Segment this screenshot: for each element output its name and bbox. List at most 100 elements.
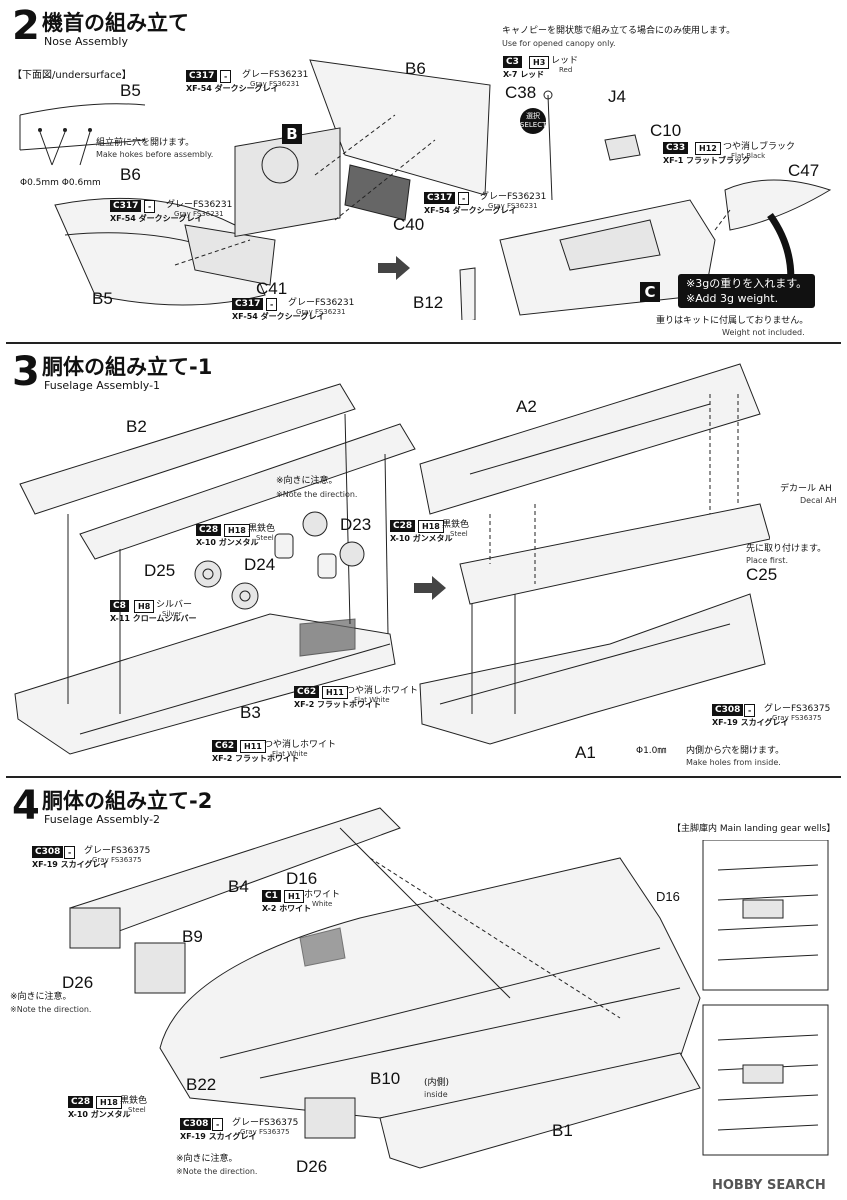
part-label-j4: J4 bbox=[608, 87, 626, 106]
nose-halves-drawing bbox=[54, 197, 276, 306]
part-label-d25: D25 bbox=[144, 561, 176, 580]
part-label-b10: B10 bbox=[370, 1069, 401, 1088]
fuselage-assembly-drawing bbox=[69, 807, 701, 1169]
step-number: 3 bbox=[12, 349, 40, 395]
part-label-d26-lower: D26 bbox=[296, 1157, 328, 1176]
weight-not-included-en: Weight not included. bbox=[722, 328, 805, 337]
wells-label: 【主脚庫内 Main landing gear wells】 bbox=[672, 824, 836, 834]
part-label-d24: D24 bbox=[244, 555, 276, 574]
part-label-a1: A1 bbox=[575, 743, 596, 762]
part-label-b2: B2 bbox=[126, 417, 147, 436]
fuselage-halves-drawing bbox=[14, 383, 416, 755]
undersurface-diagram bbox=[19, 103, 146, 166]
step-number: 4 bbox=[12, 783, 40, 829]
part-label-b9: B9 bbox=[182, 927, 203, 946]
part-label-d23: D23 bbox=[340, 515, 372, 534]
part-label-d16-inset: D16 bbox=[656, 889, 680, 904]
inside-label-en: inside bbox=[424, 1090, 448, 1099]
select-badge: 選択 SELECT bbox=[520, 108, 546, 134]
part-label-b22: B22 bbox=[186, 1075, 217, 1094]
hole-note-jp: 組立前に穴を開けます。 bbox=[96, 138, 195, 148]
part-label-b12: B12 bbox=[413, 293, 444, 312]
cockpit-assembly-drawing bbox=[234, 59, 491, 238]
direction-note2-jp: ※向きに注意。 bbox=[176, 1154, 238, 1164]
decal-note-en: Decal AH bbox=[800, 496, 837, 505]
part-label-b3: B3 bbox=[240, 703, 261, 722]
direction-note-jp: ※向きに注意。 bbox=[276, 476, 338, 486]
part-label-c40: C40 bbox=[393, 215, 425, 234]
step-2-nose-assembly: 2 機首の組み立て Nose Assembly 【下面図/undersurfac… bbox=[0, 0, 847, 340]
part-label-b5-lower: B5 bbox=[92, 289, 113, 308]
step-title-en: Nose Assembly bbox=[44, 35, 128, 48]
step-number: 2 bbox=[12, 3, 40, 49]
place-first-jp: 先に取り付けます。 bbox=[746, 544, 827, 554]
engine-parts-drawing bbox=[194, 511, 365, 610]
weight-note-jp: ※3gの重りを入れます。 bbox=[686, 277, 808, 290]
undersurface-label: 【下面図/undersurface】 bbox=[12, 70, 132, 81]
sub-assembly-b-badge: B bbox=[282, 124, 302, 144]
part-label-c38: C38 bbox=[505, 83, 537, 102]
section-divider bbox=[6, 342, 841, 344]
part-label-d26: D26 bbox=[62, 973, 94, 992]
step-3-fuselage-assembly-1: 3 胴体の組み立て-1 Fuselage Assembly-1 B2 ※向きに注… bbox=[0, 344, 847, 774]
hole-note-en: Make hokes before assembly. bbox=[96, 150, 214, 159]
canopy-note-jp: キャノピーを開状態で組み立てる場合にのみ使用します。 bbox=[502, 26, 736, 36]
hole-sizes: Φ0.5mm Φ0.6mm bbox=[20, 178, 101, 188]
section-divider bbox=[6, 776, 841, 778]
direction-note-en: ※Note the direction. bbox=[276, 490, 358, 499]
weight-note: ※3gの重りを入れます。 ※Add 3g weight. bbox=[678, 274, 816, 308]
step-title-jp: 胴体の組み立て-1 bbox=[42, 355, 213, 379]
part-label-b6: B6 bbox=[120, 165, 141, 184]
part-label-c47: C47 bbox=[788, 161, 820, 180]
step-title-en: Fuselage Assembly-1 bbox=[44, 379, 161, 392]
hole-size: Φ1.0㎜ bbox=[636, 746, 667, 756]
weight-not-included-jp: 重りはキットに付属しておりません。 bbox=[656, 316, 809, 326]
step-4-fuselage-assembly-2: 4 胴体の組み立て-2 Fuselage Assembly-2 【主脚庫内 Ma… bbox=[0, 778, 847, 1200]
direction-note2-en: ※Note the direction. bbox=[176, 1167, 258, 1176]
part-label-b1: B1 bbox=[552, 1121, 573, 1140]
hobby-search-watermark: HOBBY SEARCH bbox=[712, 1178, 826, 1193]
part-label-c10: C10 bbox=[650, 121, 682, 140]
next-arrow-icon bbox=[378, 256, 410, 280]
sub-assembly-c-badge: C bbox=[640, 282, 660, 302]
landing-gear-wells-inset bbox=[702, 840, 829, 1156]
nose-cone-assembly-drawing bbox=[459, 90, 832, 320]
part-label-c41: C41 bbox=[256, 279, 288, 298]
part-label-d16: D16 bbox=[286, 869, 318, 888]
place-first-en: Place first. bbox=[746, 556, 788, 565]
inside-label-jp: (内側) bbox=[424, 1078, 450, 1088]
decal-note-jp: デカール AH bbox=[780, 484, 832, 494]
direction-note-jp: ※向きに注意。 bbox=[10, 992, 72, 1002]
direction-note-en: ※Note the direction. bbox=[10, 1005, 92, 1014]
part-label-a2: A2 bbox=[516, 397, 537, 416]
step-title-jp: 胴体の組み立て-2 bbox=[42, 789, 213, 813]
fuselage-upper-lower-drawing bbox=[419, 363, 770, 745]
next-arrow-icon bbox=[414, 576, 446, 600]
part-label-c25: C25 bbox=[746, 565, 778, 584]
canopy-note-en: Use for opened canopy only. bbox=[502, 39, 616, 48]
weight-note-en: ※Add 3g weight. bbox=[686, 292, 779, 305]
step-title-jp: 機首の組み立て bbox=[42, 11, 189, 35]
inside-hole-note-en: Make holes from inside. bbox=[686, 758, 781, 767]
part-label-b6-top: B6 bbox=[405, 59, 426, 78]
part-label-b4: B4 bbox=[228, 877, 249, 896]
inside-hole-note-jp: 内側から穴を開けます。 bbox=[686, 746, 785, 756]
step-title-en: Fuselage Assembly-2 bbox=[44, 813, 161, 826]
part-label-b5: B5 bbox=[120, 81, 141, 100]
